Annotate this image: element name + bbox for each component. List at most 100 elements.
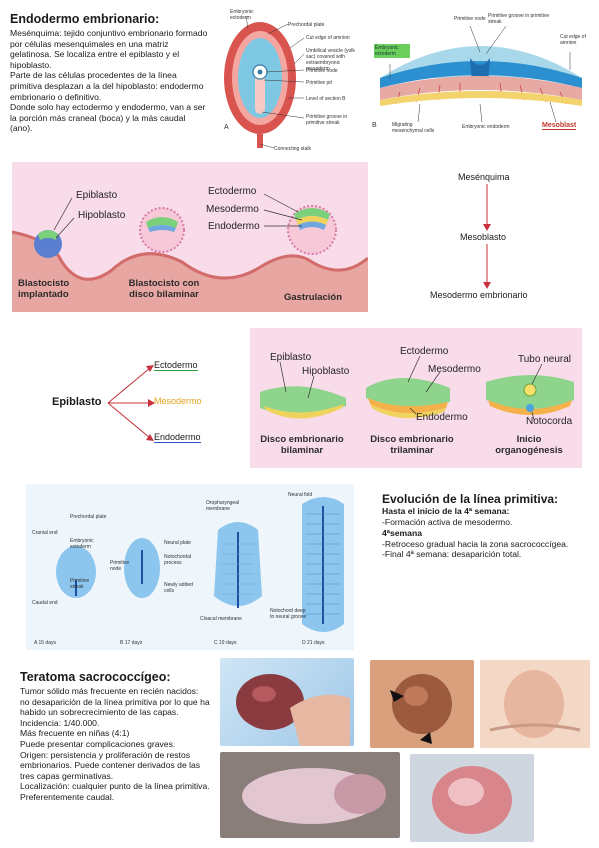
label-prechordal-plate: Prechordal plate (288, 22, 325, 28)
tree-root-epiblasto: Epiblasto (52, 396, 102, 408)
flow-mesoblasto: Mesoblasto (460, 232, 507, 242)
caption-blastocisto-implantado: Blastocisto implantado (18, 278, 70, 300)
label-b-migrating-cells: Migrating mesenchymal cells (392, 122, 435, 134)
teratoma-photo-2 (370, 660, 474, 748)
caption-inicio-organogenesis: Inicio organogénesis (495, 434, 563, 456)
figure-b-cross-section: Primitive node Primitive groove in primi… (370, 8, 592, 138)
label-embryonic-ectoderm: Embryonic ectoderm (230, 9, 254, 21)
photo-3-shapes (489, 670, 581, 738)
streak-label-embryonic-ectoderm: Embryonic ectoderm (70, 538, 94, 550)
disc-label-epiblasto: Epiblasto (270, 352, 312, 363)
disc-label-ectodermo: Ectodermo (400, 346, 449, 357)
photo-4-shapes (242, 768, 386, 824)
primitive-streak-figure: Cranial end Prechordal plate Embryonic e… (26, 484, 354, 650)
label-b-primitive-node: Primitive node (454, 16, 486, 22)
label-b-embryonic-endoderm: Embryonic endoderm (462, 124, 510, 130)
teratoma-body: Tumor sólido más frecuente en recién nac… (20, 686, 210, 803)
disc-label-hipoblasto: Hipoblasto (302, 366, 350, 377)
blastocyst-illustration (11, 193, 369, 312)
photo-5-shapes (432, 766, 512, 834)
label-hipoblasto: Hipoblasto (78, 210, 126, 221)
streak-label-neural-plate: Neural plate (164, 540, 191, 546)
stage-c-19-days: C 19 days (214, 640, 237, 646)
label-primitive-node: Primitive node (306, 68, 338, 74)
label-primitive-pit: Primitive pit (306, 80, 332, 86)
label-cut-edge-amnion: Cut edge of amnion (306, 35, 350, 41)
paragraph: Localización: cualquier punto de la líne… (20, 781, 210, 802)
epiblast-tree: Epiblasto Ectodermo Mesodermo Endodermo (48, 356, 218, 452)
streak-label-primitive-node: Primitive node (110, 560, 130, 572)
mesoderm-flow: Mesénquima Mesoblasto Mesodermo embriona… (420, 168, 592, 308)
paragraph: Más frecuente en niñas (4:1) (20, 728, 130, 739)
label-level-section-b: Level of section B (306, 96, 346, 102)
evolution-sub2: 4ªsemana (382, 527, 422, 538)
teratoma-photo-1 (220, 658, 354, 746)
caption-gastrulacion: Gastrulación (283, 292, 343, 303)
section-body-endodermo: Mesénquima: tejido conjuntivo embrionari… (10, 28, 210, 134)
streak-label-oropharyngeal-membrane: Oropharyngeal membrane (206, 500, 240, 512)
cross-section-illustration (380, 25, 582, 123)
stage-b-17-days: B 17 days (120, 640, 143, 646)
caption-disco-trilaminar: Disco embrionario trilaminar (370, 434, 454, 456)
evolution-title: Evolución de la línea primitiva: (382, 492, 559, 506)
streak-label-notochord-deep: Notochord deep to neural groove (270, 608, 307, 620)
photo-2-shapes (390, 674, 452, 744)
label-b-cut-edge-amnion: Cut edge of amnion (560, 34, 586, 46)
teratoma-title: Teratoma sacrococcígeo: (20, 670, 171, 684)
streak-label-primitive-streak: Primitive streak (70, 578, 90, 590)
label-umbilical-vesicle: Umbilical vesicle (yolk sac) covered wit… (306, 48, 355, 72)
label-primitive-groove: Primitive groove in primitive streak (306, 114, 348, 126)
teratoma-photo-5 (410, 754, 534, 842)
tree-arrows (107, 365, 155, 441)
tree-branch-ectodermo: Ectodermo (154, 360, 198, 371)
stage-d-21-days: D 21 days (302, 640, 325, 646)
paragraph: Donde solo hay ectodermo y endodermo, va… (10, 102, 206, 134)
tree-branch-endodermo: Endodermo (154, 432, 201, 443)
streak-label-prechordal-plate: Prechordal plate (70, 514, 107, 520)
blastocyst-panel: Epiblasto Hipoblasto Ectodermo Mesodermo… (11, 162, 369, 312)
teratoma-photo-3 (480, 660, 590, 748)
section-title-endodermo: Endodermo embrionario: (10, 12, 160, 26)
paragraph: Puede presentar complicaciones graves. (20, 738, 176, 749)
evolution-line1: -Formación activa de mesodermo. (382, 517, 513, 527)
streak-label-newly-added-cells: Newly added cells (164, 582, 193, 594)
disc-label-notocorda: Notocorda (526, 416, 573, 427)
paragraph: Mesénquima: tejido conjuntivo embrionari… (10, 28, 208, 70)
figure-letter-b: B (372, 122, 377, 129)
evolution-sub1: Hasta el inicio de la 4ª semana: (382, 506, 510, 516)
streak-label-cloacal-membrane: Cloacal membrane (200, 616, 242, 622)
disc-illustrations (260, 355, 574, 421)
flow-arrow-1 (483, 184, 491, 231)
disc-label-mesodermo: Mesodermo (428, 364, 481, 375)
paragraph: Incidencia: 1/40.000. (20, 717, 100, 728)
evolution-line2: -Retroceso gradual hacia la zona sacroco… (382, 538, 569, 549)
streak-label-notochordal-process: Notochordal process (164, 554, 191, 566)
figure-a-embryonic-disc: Embryonic ectoderm Prechordal plate Cut … (218, 8, 358, 156)
streak-label-caudal-end: Caudal end (32, 600, 58, 606)
paragraph: Tumor sólido más frecuente en recién nac… (20, 686, 210, 718)
label-mesodermo: Mesodermo (206, 204, 259, 215)
streak-stages-illustration (56, 497, 344, 632)
label-b-embryonic-ectoderm: Embryonic ectoderm (374, 44, 410, 58)
caption-blastocisto-disco-bilaminar: Blastocisto con disco bilaminar (128, 278, 200, 300)
flow-mesodermo-embrionario: Mesodermo embrionario (430, 290, 528, 300)
label-ectodermo: Ectodermo (208, 186, 257, 197)
teratoma-photo-4 (220, 752, 400, 838)
label-b-primitive-groove: Primitive groove in primitive streak (488, 13, 550, 25)
embryonic-disc-illustration (224, 15, 305, 149)
stage-a-15-days: A 15 days (34, 640, 56, 646)
label-epiblasto: Epiblasto (76, 190, 118, 201)
flow-mesenquima: Mesénquima (458, 172, 510, 182)
paragraph: Origen: persistencia y proliferación de … (20, 749, 201, 781)
disc-label-tubo-neural: Tubo neural (518, 354, 571, 365)
disc-label-endodermo: Endodermo (416, 412, 468, 423)
streak-label-neural-fold: Neural fold (288, 492, 313, 498)
caption-disco-bilaminar: Disco embrionario bilaminar (260, 434, 344, 456)
figure-letter-a: A (224, 124, 229, 131)
label-endodermo: Endodermo (208, 221, 260, 232)
label-connecting-stalk: Connecting stalk (274, 146, 311, 152)
label-b-mesoblast: Mesoblast (542, 122, 577, 130)
photo-1-shapes (236, 674, 350, 746)
embryonic-disc-panel: Epiblasto Hipoblasto Ectodermo Mesodermo… (250, 328, 582, 468)
evolution-line3: -Final 4ª semana: desaparición total. (382, 549, 522, 560)
